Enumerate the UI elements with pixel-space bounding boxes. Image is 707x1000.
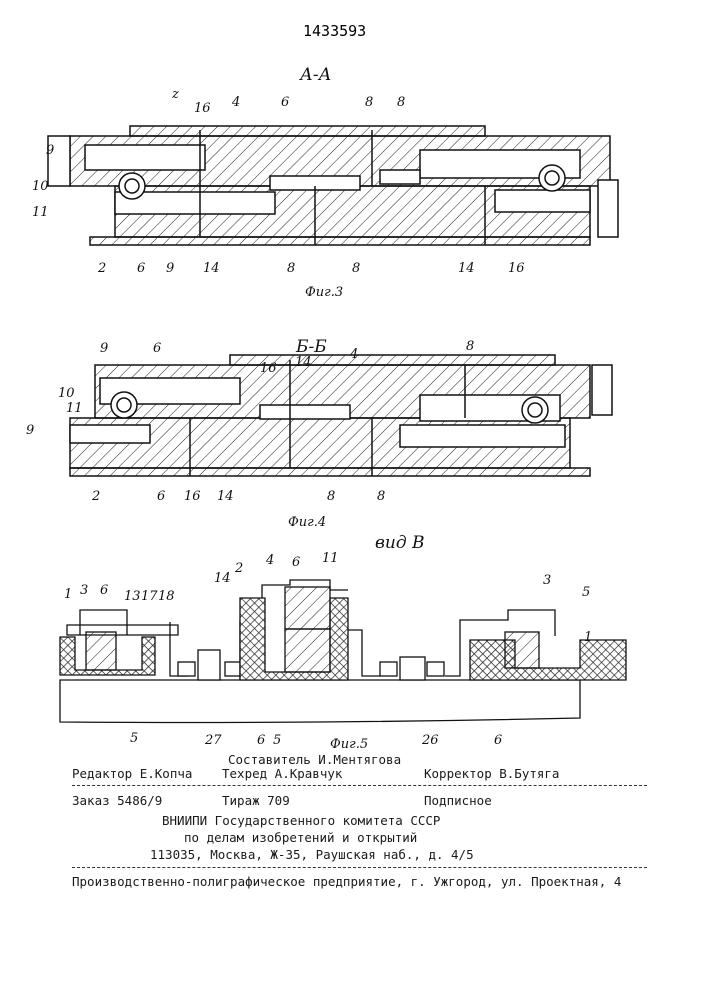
- fig5-label: 17: [141, 589, 158, 604]
- fig3-label: 8: [397, 95, 405, 110]
- fig3-label: 16: [508, 261, 525, 276]
- fig4-label: 16: [184, 489, 201, 504]
- fig3-label: 2: [97, 261, 106, 276]
- fig4-label: 11: [66, 401, 83, 416]
- fig5-label: 6: [257, 733, 265, 748]
- order-number: Заказ 5486/9: [72, 793, 162, 808]
- fig4-label: 16: [260, 361, 277, 376]
- fig3-label: 14: [458, 261, 475, 276]
- fig4-caption: Фиг.4: [288, 515, 326, 530]
- fig5-label: 14: [214, 571, 231, 586]
- fig4-label: 6: [153, 341, 161, 356]
- fig5-label: 3: [543, 573, 551, 588]
- fig5-label: 1: [64, 587, 72, 602]
- org-line-1: ВНИИПИ Государственного комитета СССР: [162, 813, 440, 828]
- fig4-label: 10: [58, 386, 75, 401]
- fig3-label: 6: [137, 261, 145, 276]
- figure-3: [48, 126, 618, 245]
- fig4-label: 8: [466, 339, 474, 354]
- fig4-label: 14: [217, 489, 234, 504]
- divider: [72, 785, 647, 786]
- fig3-label: 8: [352, 261, 360, 276]
- fig5-label: 5: [582, 585, 590, 600]
- divider: [72, 867, 647, 868]
- fig5-label: 2: [234, 561, 243, 576]
- fig3-label: 9: [166, 261, 174, 276]
- techred: Техред А.Кравчук: [222, 766, 342, 781]
- fig4-label: 9: [26, 423, 34, 438]
- fig3-label: 8: [287, 261, 295, 276]
- fig3-caption: Фиг.3: [305, 285, 343, 300]
- fig5-label: 13: [124, 589, 141, 604]
- fig5-label: 4: [265, 553, 274, 568]
- fig4-label: 6: [157, 489, 165, 504]
- fig4-label: 2: [91, 489, 100, 504]
- compiler: Составитель И.Ментягова: [228, 752, 401, 767]
- fig3-label: 16: [194, 101, 211, 116]
- fig4-label: 14: [295, 355, 312, 370]
- fig5-label: 26: [421, 733, 439, 748]
- fig4-label: 9: [100, 341, 108, 356]
- fig3-label: 4: [231, 95, 240, 110]
- fig3-label: 6: [281, 95, 289, 110]
- circulation: Тираж 709: [222, 793, 290, 808]
- fig5-caption: Фиг.5: [330, 737, 368, 752]
- fig3-label: 9: [46, 143, 54, 158]
- fig5-label: 1: [584, 630, 592, 645]
- org-line-2: по делам изобретений и открытий: [184, 830, 417, 845]
- fig3-label: 14: [203, 261, 220, 276]
- fig5-label: 6: [100, 583, 108, 598]
- fig5-label: 11: [322, 551, 339, 566]
- fig3-label: 10: [32, 179, 49, 194]
- printer: Производственно-полиграфическое предприя…: [72, 874, 621, 889]
- patent-number: 1433593: [303, 22, 366, 40]
- fig5-label: 3: [80, 583, 88, 598]
- fig5-label: 6: [292, 555, 300, 570]
- fig5-section-title: вид В: [375, 533, 425, 553]
- fig3-label: 8: [365, 95, 373, 110]
- fig4-label: 4: [349, 347, 358, 362]
- fig4-section-title: Б-Б: [295, 337, 327, 357]
- fig3-label: z: [171, 87, 179, 102]
- fig4-label: 8: [377, 489, 385, 504]
- fig5-label: 6: [494, 733, 502, 748]
- org-address: 113035, Москва, Ж-35, Раушская наб., д. …: [150, 847, 474, 862]
- fig5-label: 5: [273, 733, 281, 748]
- corrector: Корректор В.Бутяга: [424, 766, 559, 781]
- editor: Редактор Е.Копча: [72, 766, 192, 781]
- figure-4: [70, 355, 612, 476]
- fig3-section-title: А-А: [299, 65, 332, 85]
- subscription: Подписное: [424, 793, 492, 808]
- fig5-label: 18: [158, 589, 175, 604]
- fig3-label: 11: [32, 205, 49, 220]
- fig4-label: 8: [327, 489, 335, 504]
- fig5-label: 5: [130, 731, 138, 746]
- fig5-label: 27: [204, 733, 222, 748]
